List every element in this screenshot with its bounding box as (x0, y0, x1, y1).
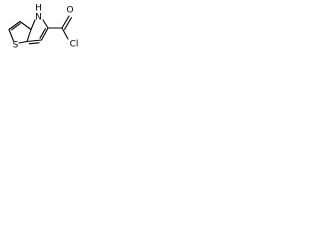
bond-c5-c6 (40, 27, 49, 41)
bond-c6a-s (18, 40, 28, 44)
bond-c6-c6a-double (28, 42, 40, 45)
bond-c2-c3-double (11, 23, 21, 31)
bond-c5-c6-double (39, 28, 46, 39)
bond-carbonyl-cl (61, 27, 69, 40)
bond-n-c5 (42, 19, 49, 29)
bond-c3a-c6a (26, 28, 32, 43)
hydrogen-label: H (35, 4, 42, 14)
structure-svg: S H N O Cl (8, 4, 79, 51)
sulfur-label: S (13, 41, 19, 51)
bond-c3-c3a (19, 20, 32, 31)
oxygen-label: O (66, 6, 73, 16)
molecule-diagram: S H N O Cl (0, 0, 101, 59)
nitrogen-label: N (35, 13, 42, 23)
bond-c2-c3 (8, 20, 21, 31)
bond-c6-c6a (26, 39, 43, 43)
bond-c3a-n (30, 19, 36, 31)
bond-s-c2 (8, 28, 15, 42)
bond-carbonyl-o (61, 15, 70, 29)
chlorine-label: Cl (70, 40, 79, 50)
bond-carbonyl-o-double (64, 17, 72, 30)
